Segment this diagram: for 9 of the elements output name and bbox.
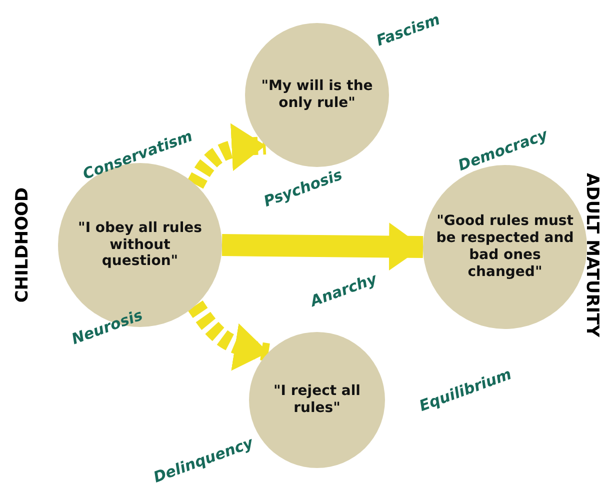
quote-text: "Good rules must be respected and bad ones changed" [435, 213, 575, 281]
quote-text: "I reject all rules" [272, 383, 362, 417]
quote-text: "I obey all rules without question" [77, 220, 203, 270]
arrow [187, 123, 266, 189]
stage-label: ADULT MATURITY [582, 172, 602, 338]
quote-text: "My will is the only rule" [260, 78, 374, 112]
stage-label: CHILDHOOD [12, 187, 32, 303]
arrow [222, 222, 424, 271]
arrow [188, 300, 270, 371]
